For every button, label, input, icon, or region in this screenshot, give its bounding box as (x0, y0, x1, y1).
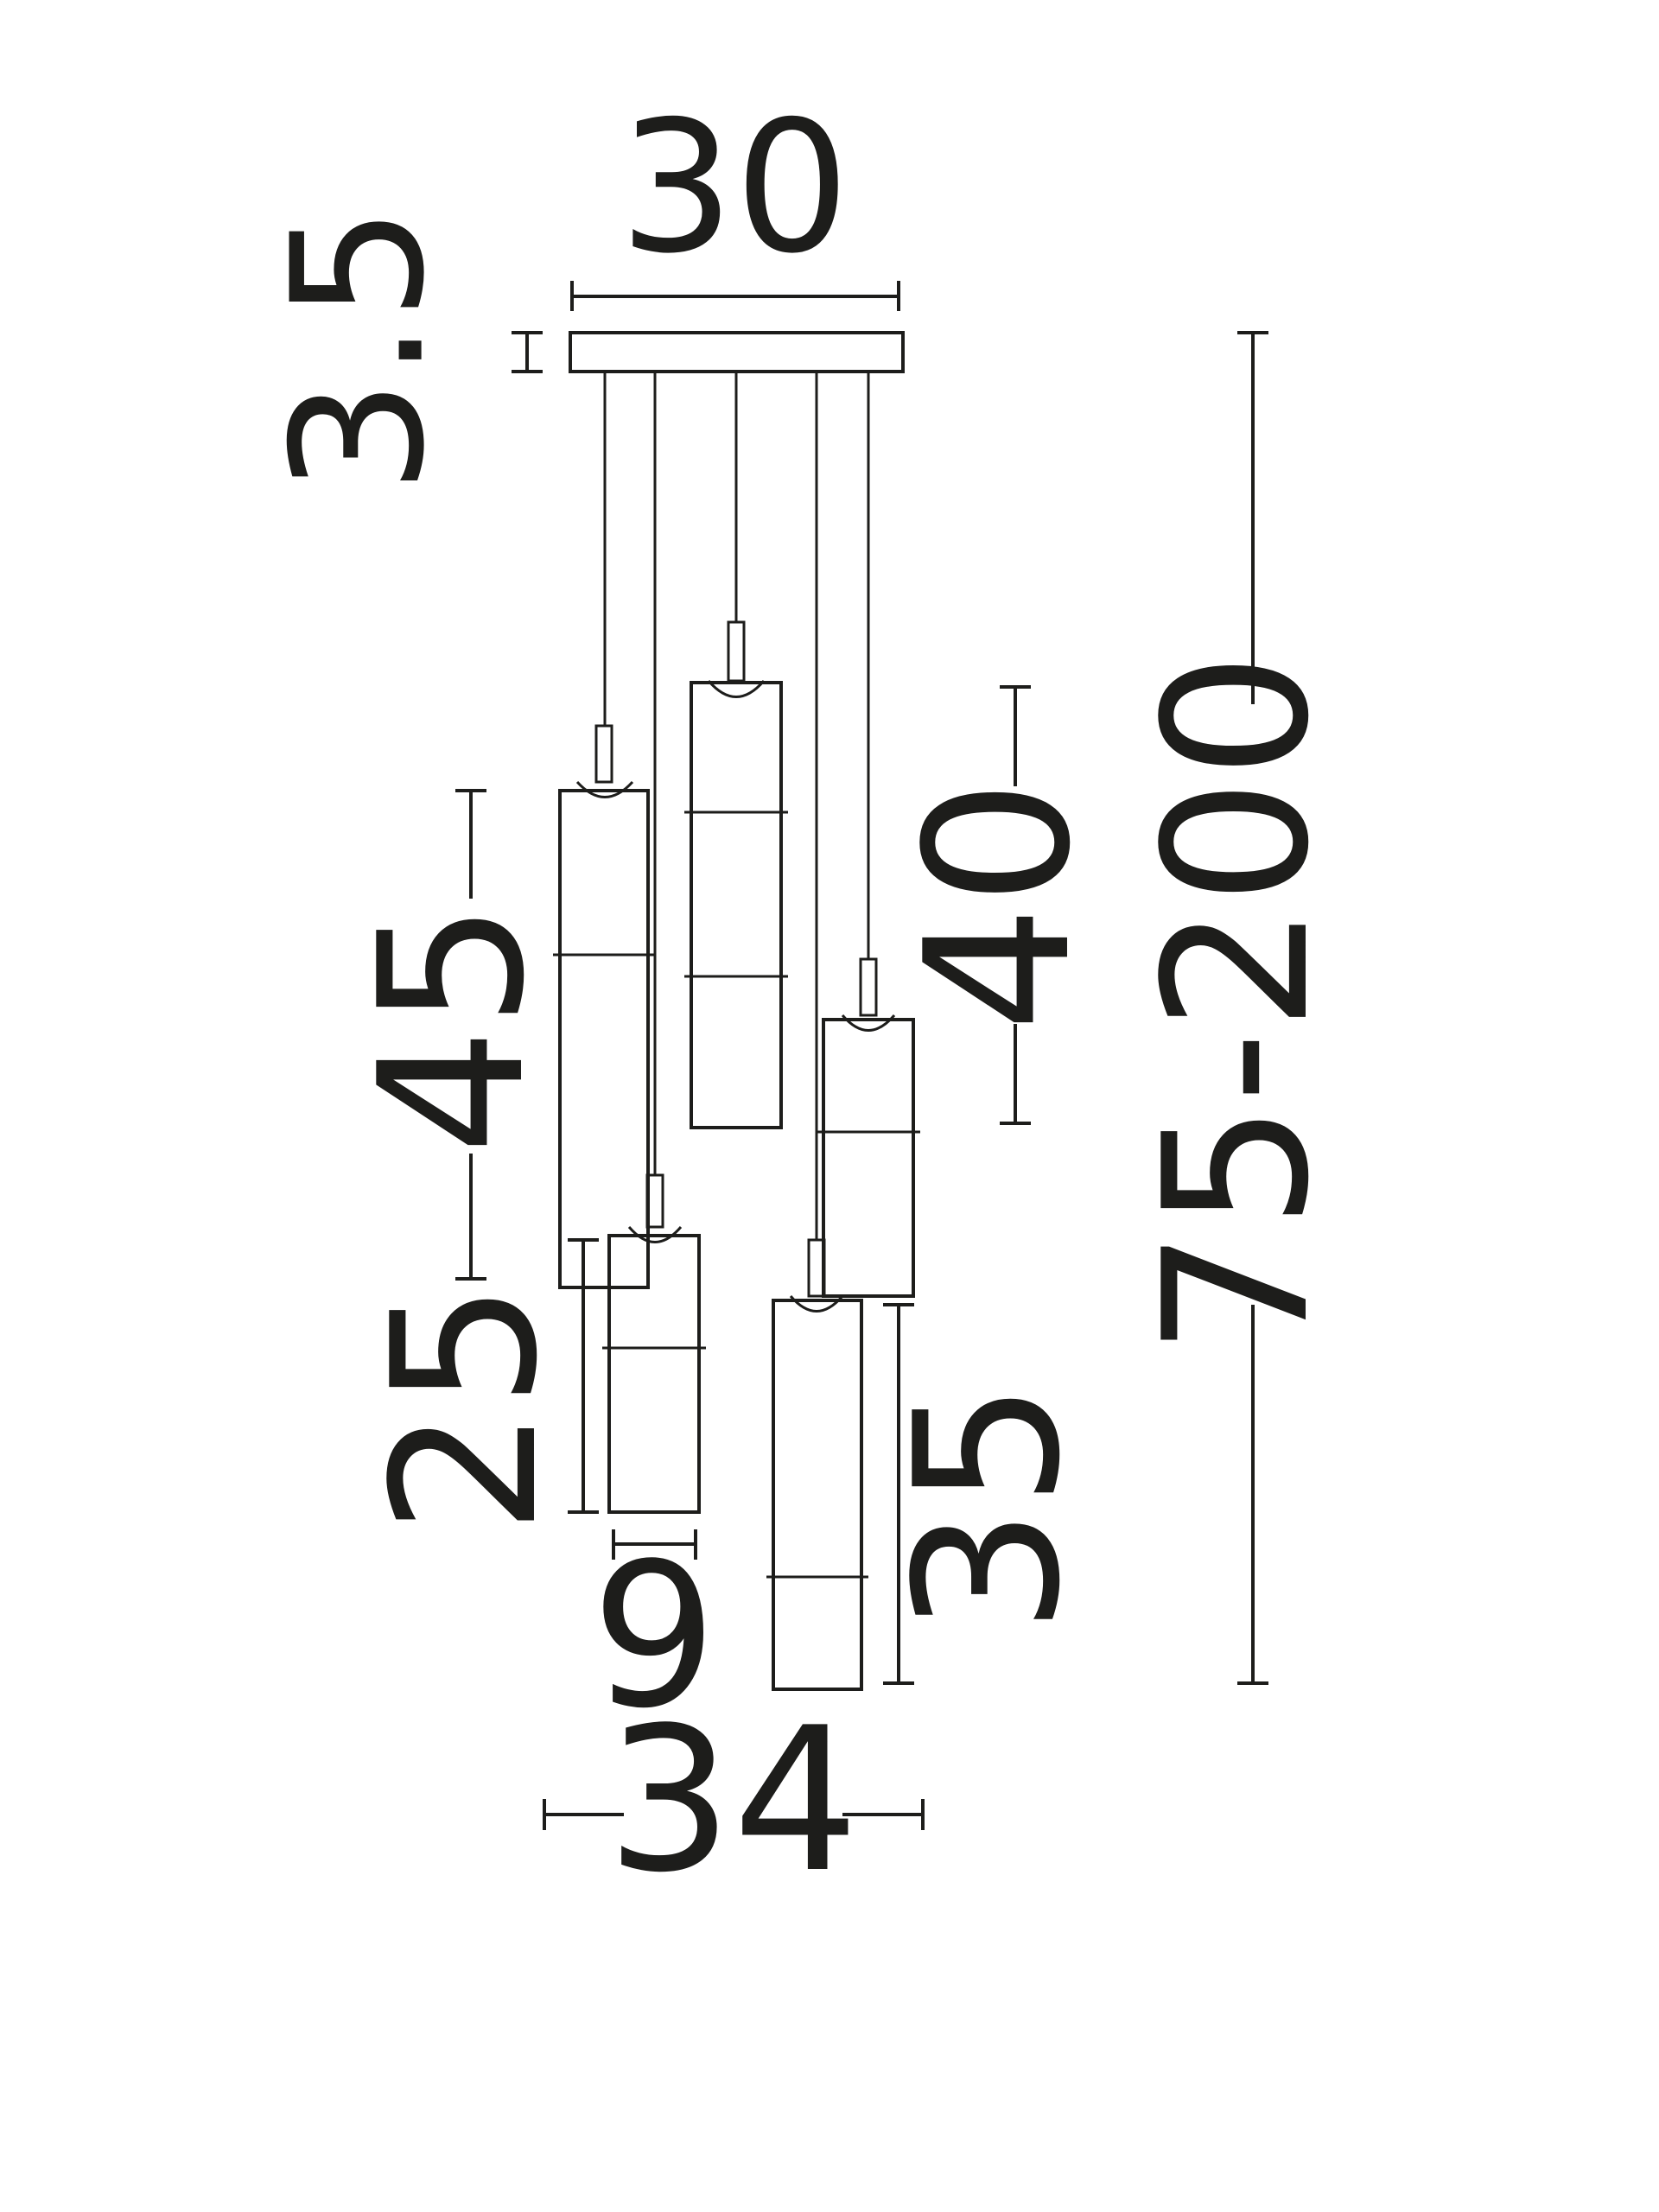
shade-d-tube (772, 1299, 863, 1691)
shade-a-tube (558, 789, 650, 1289)
shade-a-holder (594, 724, 613, 784)
shade-c-tube (607, 1234, 701, 1514)
shade-b-holder (727, 620, 746, 683)
shade-b (684, 620, 788, 1129)
dim-shade-c: 25 (351, 1238, 599, 1535)
canopy-width-label: 30 (619, 82, 849, 294)
shade-e-tube (822, 1018, 915, 1298)
shade-d-socket (789, 1295, 844, 1313)
dim-shade-diameter: 9 (591, 1522, 717, 1752)
shade-b-tube (690, 681, 783, 1129)
dim-canopy-height: 3.5 (253, 206, 543, 494)
shade-a-height-label: 45 (338, 902, 569, 1155)
dim-overall-width: 34 (543, 1686, 925, 1916)
shade-b-height-label: 40 (884, 779, 1115, 1033)
canopy-plate (569, 331, 905, 373)
dim-total-height: 75-200 (1122, 331, 1353, 1685)
shade-d-height-label: 35 (874, 1382, 1104, 1635)
shade-c (602, 1173, 706, 1514)
shade-c-holder (645, 1173, 664, 1229)
dim-shade-d: 35 (874, 1303, 1104, 1685)
total-height-label: 75-200 (1122, 652, 1353, 1357)
shade-a (553, 724, 655, 1289)
shade-c-height-label: 25 (351, 1282, 582, 1535)
canopy-height-label: 3.5 (253, 206, 465, 494)
suspension-cables (603, 372, 870, 1240)
dim-shade-a: 45 (338, 789, 569, 1281)
dim-canopy-width: 30 (570, 82, 900, 311)
overall-width-label: 34 (607, 1686, 860, 1916)
shade-a-socket (575, 780, 634, 798)
shade-d (766, 1238, 868, 1691)
shade-diameter-label: 9 (591, 1522, 717, 1752)
shade-c-socket (627, 1226, 683, 1243)
shade-b-socket (707, 680, 766, 698)
shade-e (817, 957, 920, 1298)
shade-e-holder (859, 957, 878, 1017)
canopy (569, 331, 905, 373)
dim-shade-b: 40 (884, 685, 1115, 1125)
